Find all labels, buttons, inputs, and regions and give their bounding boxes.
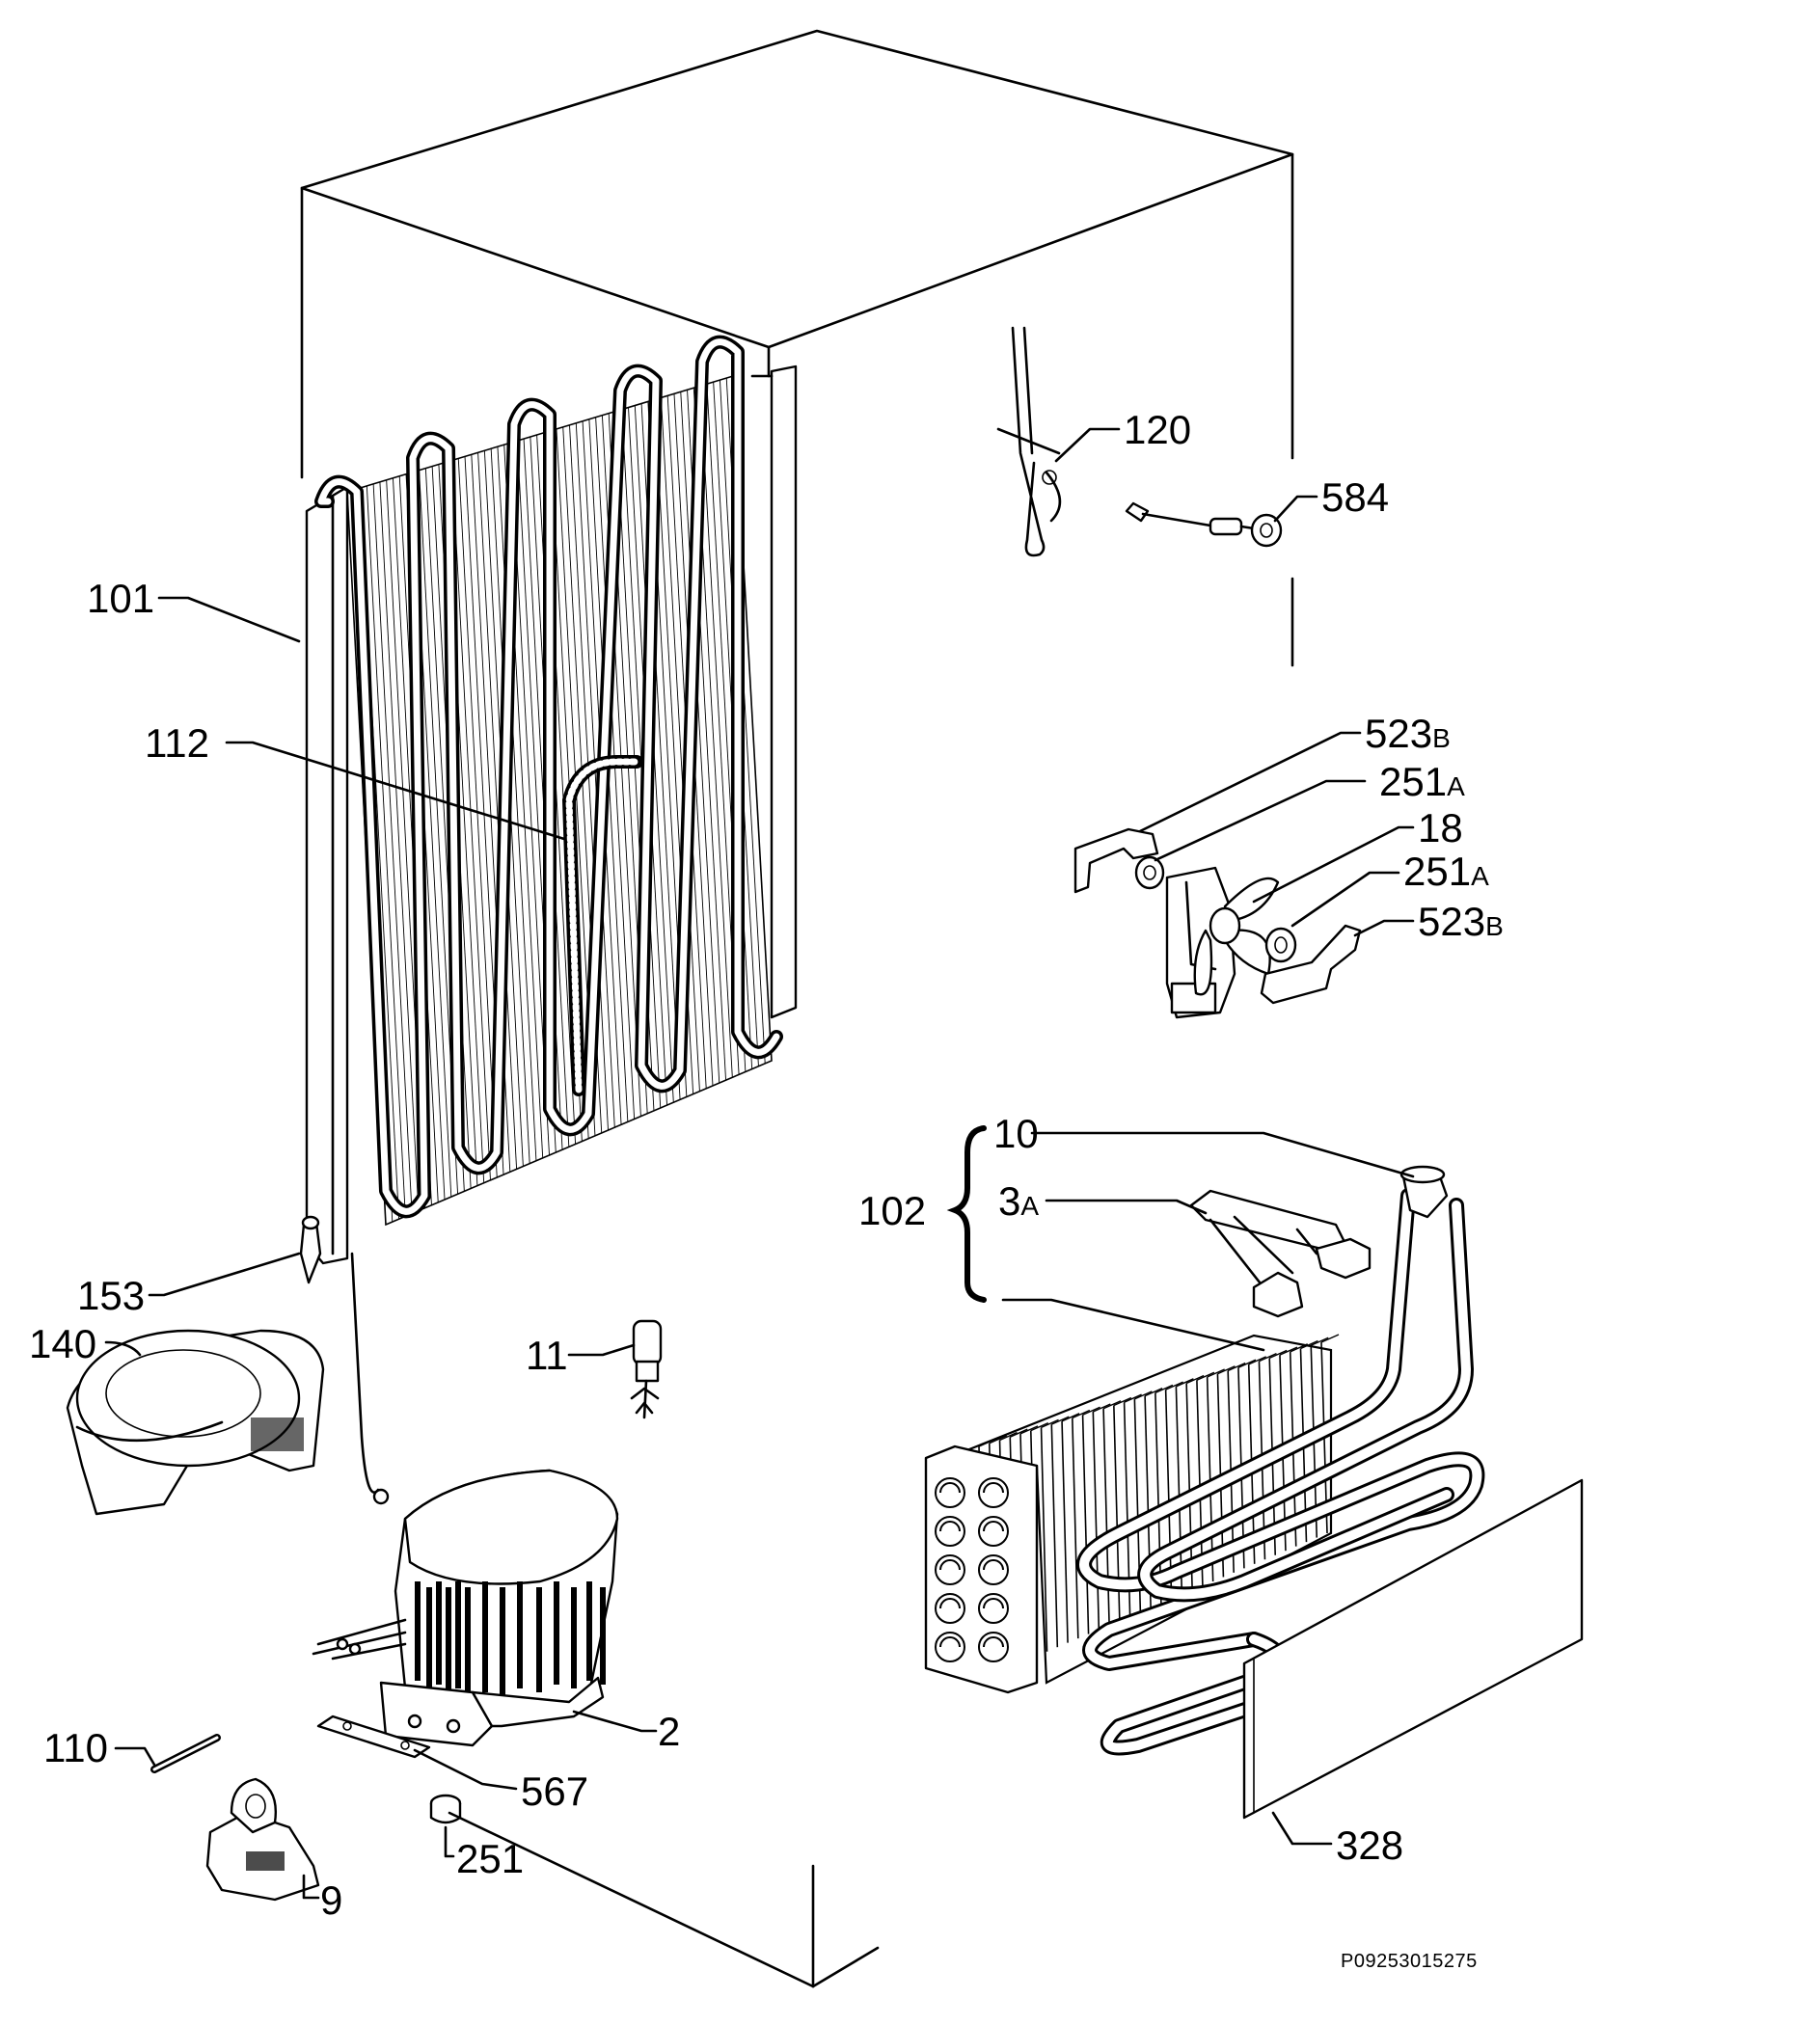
- thermal-fuse: [1125, 501, 1283, 548]
- leader-lines: [104, 427, 1415, 1988]
- label-9: 9: [320, 1877, 342, 1923]
- label-153: 153: [77, 1273, 145, 1318]
- label-328: 328: [1336, 1822, 1403, 1868]
- evaporator-assembly: [924, 1165, 1584, 1820]
- evaporator-clip: [1189, 1189, 1372, 1318]
- part-labels: 101 112 120 584 523B 251A 18 251A 523B 1…: [29, 407, 1504, 1972]
- drawing-code: P09253015275: [1341, 1951, 1478, 1972]
- label-2: 2: [658, 1709, 680, 1754]
- starter-relay: [205, 1777, 320, 1902]
- drain-heater: [561, 755, 643, 1096]
- rubber-grommet: [429, 1794, 462, 1824]
- label-523b-top: 523B: [1365, 711, 1451, 756]
- label-251a-bot: 251A: [1403, 849, 1489, 894]
- label-110: 110: [43, 1725, 108, 1770]
- dryer-filter: [630, 1319, 663, 1419]
- mounting-plate: [316, 1714, 431, 1759]
- drip-tray: [66, 1329, 325, 1516]
- cabinet-outline: [300, 29, 1294, 1988]
- label-112: 112: [145, 720, 209, 766]
- evaporator-tube: [1076, 1165, 1485, 1756]
- pin: [150, 1734, 221, 1773]
- compressor-ribs: [415, 1581, 606, 1696]
- label-251a-top: 251A: [1379, 759, 1465, 804]
- thermostat-probe: [996, 326, 1062, 557]
- fan-motor-assembly: [1073, 827, 1362, 1019]
- label-10: 10: [993, 1111, 1039, 1156]
- label-251: 251: [456, 1836, 524, 1881]
- label-523b-bot: 523B: [1418, 899, 1504, 944]
- condenser: [305, 335, 798, 1505]
- label-120: 120: [1124, 407, 1191, 452]
- fixing-screw: [299, 1215, 322, 1284]
- label-584: 584: [1321, 474, 1389, 520]
- label-11: 11: [526, 1333, 568, 1378]
- label-3a: 3A: [998, 1178, 1039, 1224]
- label-101: 101: [87, 576, 154, 621]
- evaporator-tube-holes: [935, 1477, 1009, 1662]
- compressor: [312, 1469, 619, 1747]
- label-567: 567: [521, 1768, 588, 1814]
- label-102: 102: [858, 1188, 926, 1233]
- condenser-tube: [314, 335, 783, 1219]
- label-140: 140: [29, 1321, 96, 1366]
- label-18: 18: [1418, 805, 1463, 850]
